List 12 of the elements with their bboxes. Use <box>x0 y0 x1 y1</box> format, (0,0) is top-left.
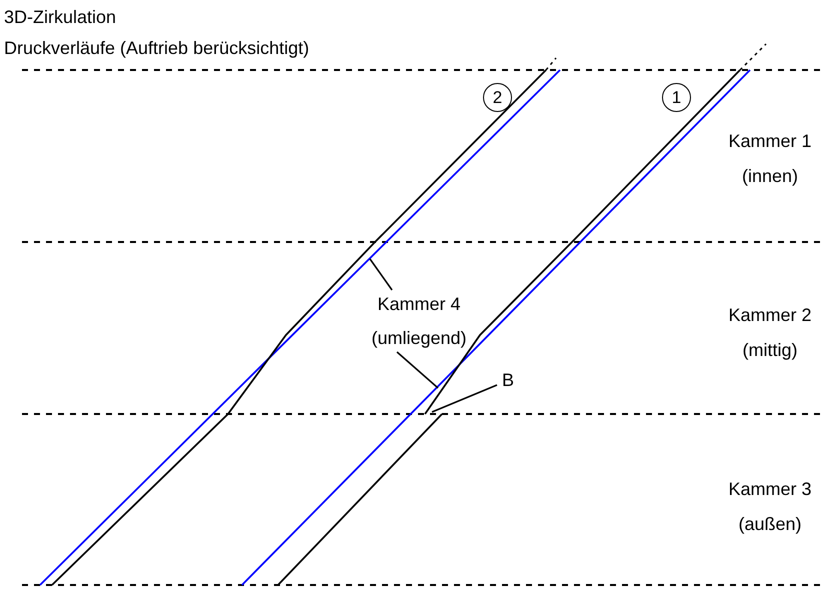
diagram-title: 3D-Zirkulation <box>4 7 116 28</box>
point-label: B <box>497 368 519 392</box>
chamber-label: Kammer 2 (mittig) <box>727 304 813 362</box>
subtitle: Druckverläufe (Auftrieb berücksichtigt) <box>4 38 310 59</box>
circled-number: 1 <box>662 83 691 112</box>
chamber-label: Kammer 1 (innen) <box>727 130 813 188</box>
leader-line <box>396 351 439 389</box>
leader-line <box>369 258 393 290</box>
leader-line <box>432 384 498 413</box>
circled-number: 2 <box>483 83 512 112</box>
chamber-label: Kammer 3 (außen) <box>727 478 813 536</box>
chamber-label: Kammer 4 (umliegend) <box>355 290 483 352</box>
